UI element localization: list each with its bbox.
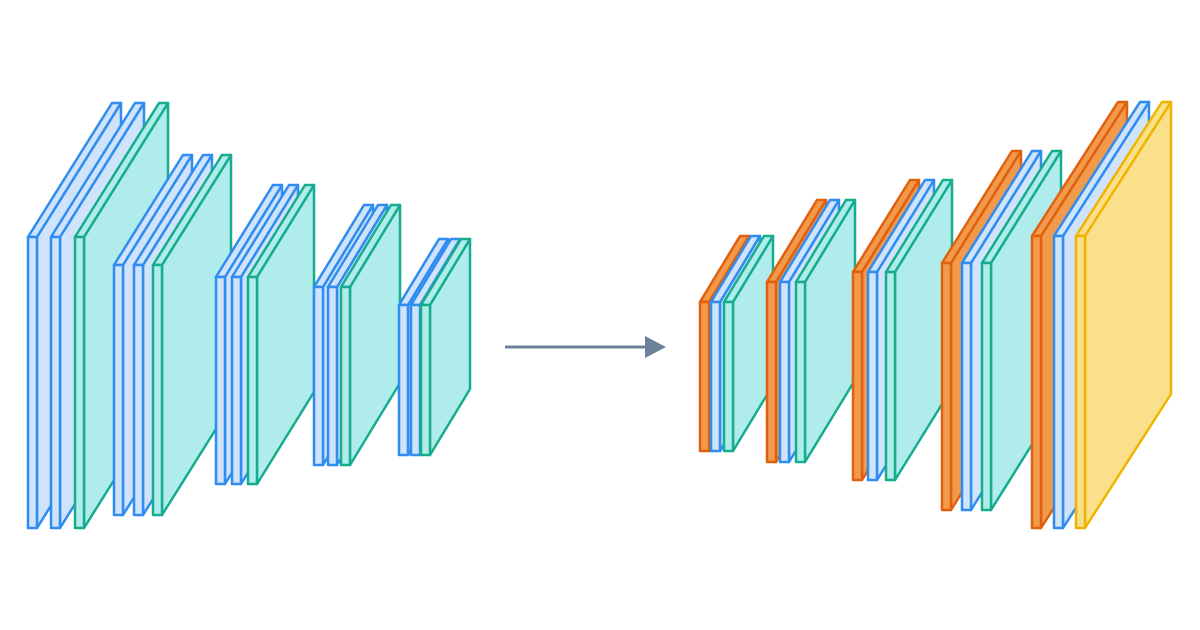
green-layer: [884, 178, 954, 482]
green-layer: [419, 237, 472, 457]
flow-arrow: [505, 336, 666, 358]
decoder-block-1: [698, 234, 775, 453]
layer-front-face: [722, 300, 735, 453]
layer-front-face: [778, 280, 791, 464]
layer-front-face: [794, 280, 807, 464]
green-layer: [339, 203, 402, 467]
decoder-block-2: [765, 198, 857, 464]
layer-front-face: [246, 275, 259, 486]
layer-front-face: [112, 263, 125, 517]
layer-front-face: [230, 275, 243, 486]
layer-front-face: [960, 261, 973, 512]
green-layer: [246, 183, 316, 486]
layer-front-face: [397, 303, 410, 457]
layer-front-face: [26, 235, 39, 530]
layer-front-face: [49, 235, 62, 530]
layer-front-face: [73, 235, 86, 530]
layer-front-face: [884, 270, 897, 482]
layer-front-face: [866, 270, 879, 482]
yellow-layer: [1074, 100, 1173, 530]
layer-front-face: [1030, 234, 1043, 530]
layer-front-face: [980, 261, 993, 512]
encoder: [26, 101, 472, 530]
layer-front-face: [940, 261, 953, 512]
layer-front-face: [1052, 234, 1065, 530]
layer-front-face: [419, 303, 432, 457]
decoder-block-5: [1030, 100, 1173, 530]
layer-front-face: [709, 300, 722, 453]
arrow-head-icon: [645, 336, 666, 358]
decoder-block-3: [851, 178, 954, 482]
layer-front-face: [409, 303, 422, 457]
decoder: [698, 100, 1173, 530]
encoder-block-3: [214, 183, 316, 486]
encoder-block-4: [312, 203, 402, 467]
layer-front-face: [151, 263, 164, 517]
layer-front-face: [851, 270, 864, 482]
encoder-block-5: [397, 237, 472, 457]
layer-front-face: [765, 280, 778, 464]
layer-front-face: [132, 263, 145, 517]
green-layer: [794, 198, 857, 464]
layer-front-face: [326, 285, 339, 467]
layer-front-face: [698, 300, 711, 453]
layer-front-face: [1074, 234, 1087, 530]
layer-front-face: [214, 275, 227, 486]
layer-front-face: [312, 285, 325, 467]
layer-front-face: [339, 285, 352, 467]
green-layer: [722, 234, 775, 453]
